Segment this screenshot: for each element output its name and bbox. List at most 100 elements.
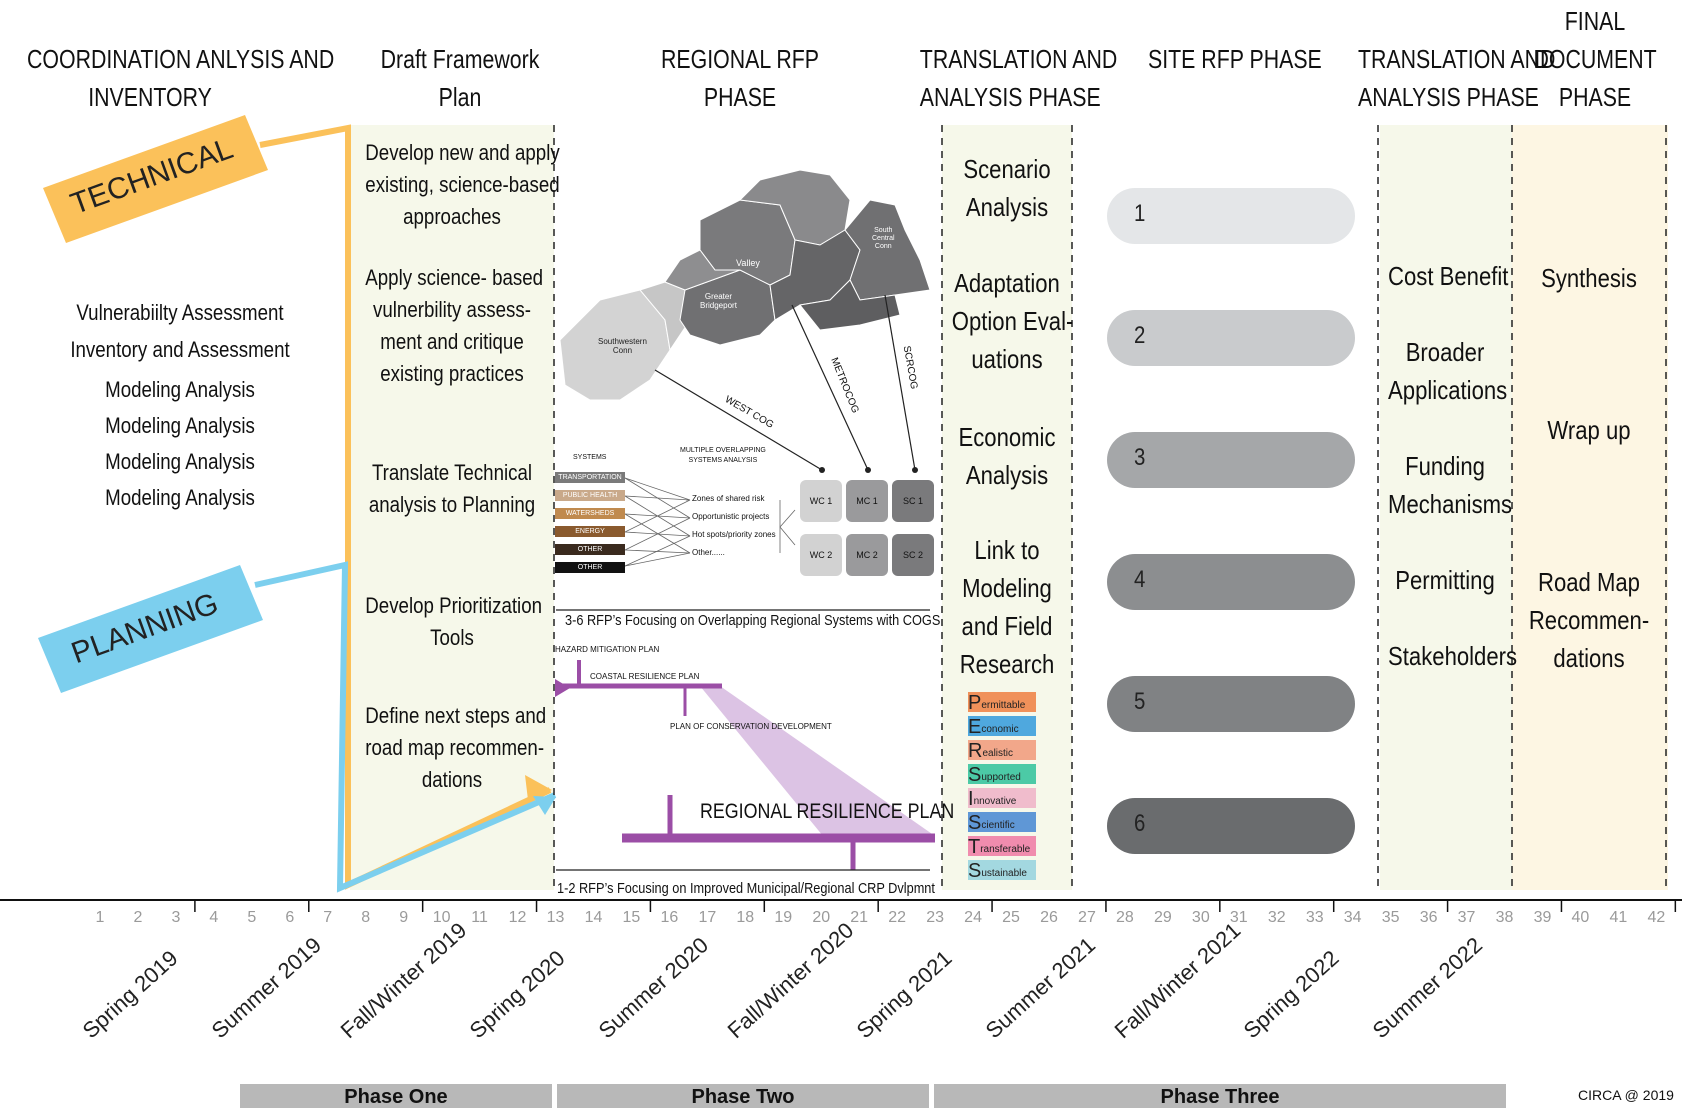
month-number: 6 <box>285 909 295 926</box>
persist-letter: S <box>968 812 982 834</box>
month-number: 22 <box>888 909 907 926</box>
month-number: 15 <box>622 909 641 926</box>
month-number: 23 <box>926 909 944 926</box>
month-number: 12 <box>508 909 527 926</box>
site-rfp-pill: 6 <box>1107 798 1355 854</box>
planning-arrowhead <box>533 796 556 815</box>
phase-two-bar: Phase Two <box>557 1084 929 1108</box>
persist-word: upported <box>981 772 1021 783</box>
regional-systems-caption: 3-6 RFP’s Focusing on Overlapping Region… <box>565 612 941 629</box>
month-number: 18 <box>736 909 755 926</box>
month-number: 21 <box>850 909 869 926</box>
phase-one-bar: Phase One <box>240 1084 552 1108</box>
final-text-1: Synthesis <box>1541 263 1637 293</box>
inventory-item: Inventory and Assessment <box>70 337 290 362</box>
persist-letter: I <box>968 788 974 810</box>
municipal-caption: 1-2 RFP’s Focusing on Improved Municipal… <box>557 880 935 897</box>
persist-letter: T <box>968 836 981 858</box>
translation2-band <box>1380 125 1512 890</box>
cog-box: WC 1 <box>800 480 842 522</box>
final-text-2: Wrap up <box>1547 415 1631 445</box>
month-number: 9 <box>399 909 409 926</box>
persist-item: Innovative <box>968 788 1036 810</box>
cog-box: MC 2 <box>846 534 888 576</box>
persist-word: cientific <box>981 820 1015 831</box>
cog-box: SC 2 <box>892 534 934 576</box>
inventory-item: Modeling Analysis <box>105 413 255 438</box>
map-southcentral <box>844 199 931 301</box>
cog-box: MC 1 <box>846 480 888 522</box>
site-rfp-pill: 1 <box>1107 188 1355 244</box>
outcome-label: Other...... <box>692 548 725 557</box>
system-label: ENERGY <box>555 526 625 537</box>
regional-plan-label: REGIONAL RESILIENCE PLAN <box>700 800 955 823</box>
persist-word: ransferable <box>980 844 1031 855</box>
final-band <box>1512 125 1668 890</box>
translation-band <box>942 125 1072 890</box>
site-rfp-number: 6 <box>1134 810 1146 837</box>
persist-letter: R <box>968 740 983 762</box>
persist-item: Supported <box>968 764 1036 786</box>
site-rfp-number: 1 <box>1134 200 1146 227</box>
month-number: 32 <box>1267 909 1286 926</box>
credit-label: CIRCA @ 2019 <box>1578 1087 1674 1103</box>
month-number: 17 <box>698 909 717 926</box>
coastal-plan-label: COASTAL RESILIENCE PLAN <box>590 672 700 681</box>
persist-item: Sustainable <box>968 860 1036 882</box>
persist-word: ermittable <box>981 700 1026 711</box>
map-label-valley: Valley <box>736 258 760 268</box>
system-label: WATERSHEDS <box>555 508 625 519</box>
inventory-item: Vulnerabiilty Assessment <box>76 300 284 325</box>
month-number: 19 <box>774 909 793 926</box>
month-number: 24 <box>964 909 982 926</box>
month-number: 41 <box>1609 909 1628 926</box>
persist-word: nnovative <box>973 796 1017 807</box>
outcome-label: Opportunistic projects <box>692 512 770 521</box>
map-central-north <box>738 169 851 246</box>
site-rfp-number: 3 <box>1134 444 1146 471</box>
persist-item: Scientific <box>968 812 1036 834</box>
framework-band <box>350 125 554 890</box>
site-rfp-pill: 2 <box>1107 310 1355 366</box>
persist-item: Economic <box>968 716 1036 738</box>
inventory-item: Modeling Analysis <box>105 449 255 474</box>
month-number: 2 <box>133 909 143 926</box>
month-number: 1 <box>95 909 105 926</box>
month-number: 5 <box>247 909 257 926</box>
translation2-text-4: Permitting <box>1395 565 1495 595</box>
map-coast-east <box>799 279 901 331</box>
month-number: 40 <box>1571 909 1590 926</box>
regional-plan-wedge <box>700 686 935 836</box>
system-label: PUBLIC HEALTH <box>555 490 625 501</box>
inventory-list: Vulnerabiilty Assessment Inventory and A… <box>30 300 330 521</box>
phase-three-bar: Phase Three <box>934 1084 1506 1108</box>
cog-box: SC 1 <box>892 480 934 522</box>
site-rfp-number: 2 <box>1134 322 1146 349</box>
region-map <box>559 169 931 401</box>
technical-line <box>259 124 552 890</box>
planning-banner <box>38 565 263 693</box>
translation2-text-5: Stakeholders <box>1388 641 1518 671</box>
month-number: 33 <box>1305 909 1324 926</box>
map-west-corner <box>664 249 741 291</box>
persist-word: ustainable <box>981 868 1027 879</box>
site-rfp-number: 5 <box>1134 688 1146 715</box>
system-label: OTHER <box>555 562 625 573</box>
persist-letter: S <box>968 764 982 786</box>
outcome-label: Zones of shared risk <box>692 494 765 503</box>
month-number: 10 <box>432 909 451 926</box>
